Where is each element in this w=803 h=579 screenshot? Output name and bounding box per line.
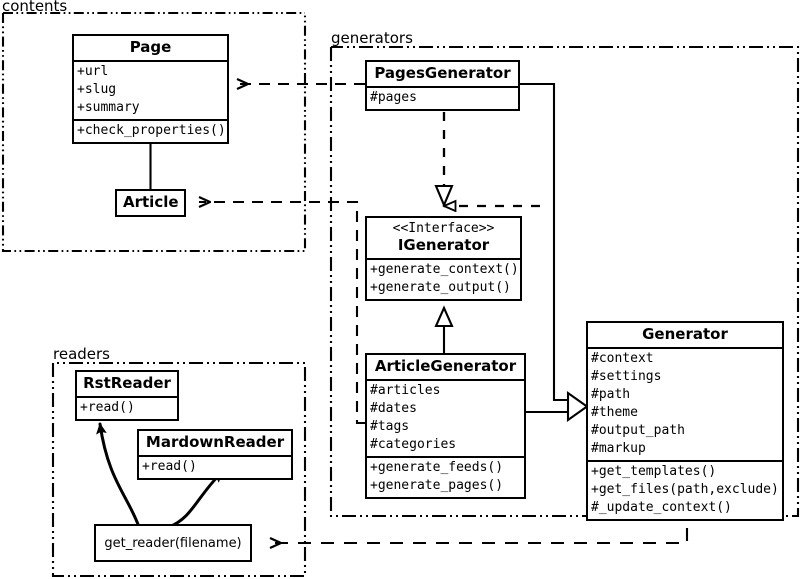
package-frame-contents: [1, 11, 307, 253]
class-box-rst-reader[interactable]: RstReader +read(): [75, 370, 179, 422]
class-attributes-generator: #context #settings #path #theme #output_…: [588, 347, 782, 460]
class-box-mardown-reader[interactable]: MardownReader +read(): [137, 429, 293, 481]
package-label-generators: generators: [331, 29, 413, 47]
operation-get-files: +get_files(path,exclude): [591, 481, 779, 497]
class-operations-article-generator: +generate_feeds() +generate_pages(): [367, 456, 524, 497]
class-operations-igenerator: +generate_context() +generate_output(): [367, 257, 520, 299]
class-title-generator: Generator: [642, 325, 728, 343]
class-name-igenerator: IGenerator: [397, 235, 490, 254]
attribute-output-path: #output_path: [591, 423, 685, 439]
class-title-igenerator: <<Interface>> IGenerator: [367, 218, 520, 258]
class-box-article-generator[interactable]: ArticleGenerator #articles #dates #tags …: [365, 353, 526, 500]
operation-generate-pages: +generate_pages(): [370, 478, 504, 494]
relation-articlegenerator-depends-article: [199, 202, 365, 425]
class-box-article[interactable]: Article: [115, 189, 186, 218]
package-label-readers: readers: [53, 345, 110, 363]
operation-generate-output: +generate_output(): [370, 279, 511, 295]
class-operations-generator: +get_templates() +get_files(path,exclude…: [588, 460, 782, 519]
class-box-page[interactable]: Page +url +slug +summary +check_properti…: [72, 34, 229, 145]
class-title-article-generator: ArticleGenerator: [374, 357, 517, 375]
class-box-igenerator[interactable]: <<Interface>> IGenerator +generate_conte…: [365, 216, 522, 301]
class-operations-rst-reader: +read(): [77, 396, 177, 419]
attribute-summary: +summary: [77, 100, 140, 116]
relation-pagesgenerator-inherits-generator: [520, 82, 568, 402]
operation-get-templates: +get_templates(): [591, 464, 717, 480]
class-title-mardown-reader: MardownReader: [145, 433, 285, 451]
relation-get-reader-creates-rstreader: [96, 422, 141, 529]
attribute-context: #context: [591, 351, 654, 367]
class-title-rst-reader: RstReader: [83, 374, 171, 392]
attribute-pages: #pages: [370, 90, 417, 106]
operation-generate-context: +generate_context(): [370, 261, 519, 277]
attribute-tags: #tags: [370, 419, 410, 435]
class-attributes-page: +url +slug +summary: [74, 60, 227, 119]
attribute-path: #path: [591, 387, 631, 403]
attribute-markup: #markup: [591, 441, 646, 457]
operation-generate-feeds: +generate_feeds(): [370, 460, 504, 476]
package-frame-generators: [329, 45, 800, 518]
class-attributes-pages-generator: #pages: [367, 86, 518, 109]
attribute-categories: #categories: [370, 437, 457, 453]
class-box-generator[interactable]: Generator #context #settings #path #them…: [586, 321, 784, 521]
package-label-contents: contents: [2, 0, 68, 15]
attribute-articles: #articles: [370, 383, 441, 399]
class-attributes-article-generator: #articles #dates #tags #categories: [367, 379, 524, 456]
class-operations-mardown-reader: +read(): [139, 455, 291, 478]
attribute-settings: #settings: [591, 369, 662, 385]
attribute-slug: +slug: [77, 82, 117, 98]
relation-articlegenerator-inherits-generator: [526, 390, 589, 423]
class-stereotype-interface: <<Interface>>: [392, 221, 495, 236]
relation-articlegenerator-inherits-igenerator: [434, 305, 454, 355]
operation-read-rst: +read(): [80, 400, 135, 416]
function-box-get-reader[interactable]: get_reader(filename): [94, 524, 252, 562]
class-title-pages-generator: PagesGenerator: [374, 64, 511, 82]
class-title-page: Page: [129, 38, 172, 56]
operation-update-context: #_update_context(): [591, 499, 732, 515]
relation-pagesgenerator-realizes-igenerator-line: [434, 112, 454, 208]
operation-read-markdown: +read(): [142, 459, 197, 475]
operation-check-properties: +check_properties(): [77, 123, 226, 139]
class-box-pages-generator[interactable]: PagesGenerator #pages: [365, 60, 520, 112]
attribute-url: +url: [77, 64, 109, 80]
class-title-article: Article: [123, 193, 179, 211]
class-operations-page: +check_properties(): [74, 119, 227, 142]
attribute-dates: #dates: [370, 401, 417, 417]
attribute-theme: #theme: [591, 405, 638, 421]
package-frame-readers: [51, 361, 307, 578]
